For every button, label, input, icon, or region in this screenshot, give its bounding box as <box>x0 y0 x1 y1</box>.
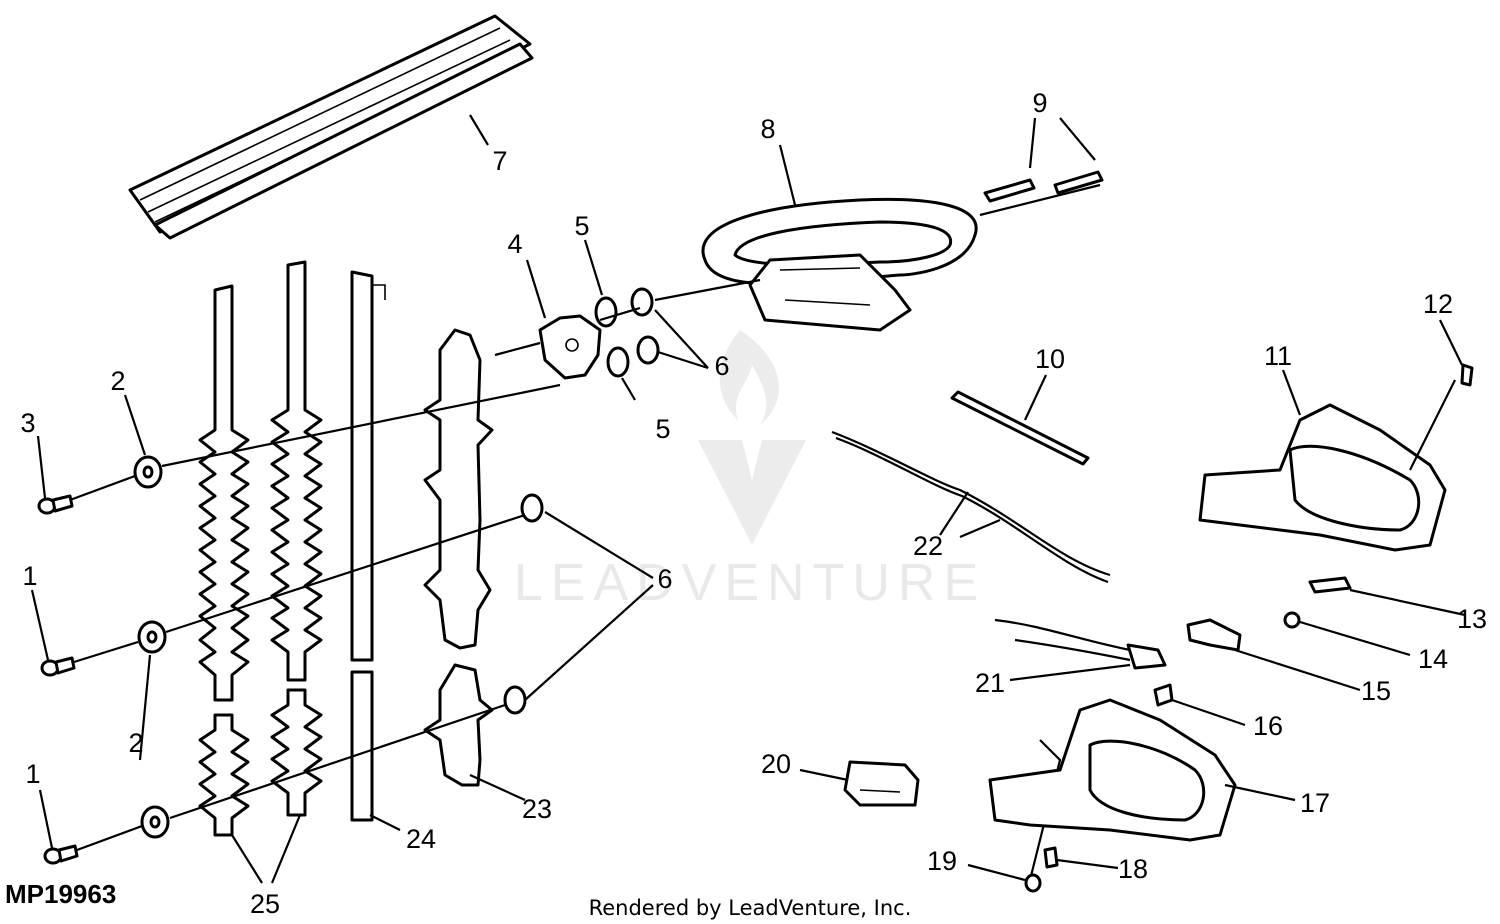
callout-6-top: 6 <box>714 351 729 381</box>
callout-4: 4 <box>507 229 522 259</box>
callout-23: 23 <box>522 794 552 824</box>
callout-19: 19 <box>927 846 957 876</box>
callout-10: 10 <box>1035 344 1065 374</box>
watermark-v-icon <box>698 440 806 545</box>
callouts: 1 1 2 2 3 4 5 5 6 6 6 7 8 9 10 11 12 13 … <box>20 88 1487 919</box>
callout-12: 12 <box>1423 289 1453 319</box>
callout-9: 9 <box>1032 88 1047 118</box>
callout-5-low: 5 <box>655 414 670 444</box>
leader-lines <box>30 114 1466 884</box>
callout-22: 22 <box>913 531 943 561</box>
watermark: LEADVENTURE <box>514 330 986 612</box>
callout-14: 14 <box>1418 644 1448 674</box>
part-25-cutter-blades <box>198 260 323 837</box>
part-13-14-15-small-parts <box>1186 576 1352 652</box>
callout-15: 15 <box>1361 676 1391 706</box>
part-24-guide-bar <box>350 270 386 822</box>
callout-1-low: 1 <box>25 759 40 789</box>
callout-6-mid: 6 <box>657 564 672 594</box>
part-9-bolts <box>983 170 1104 203</box>
diagram-code: MP19963 <box>5 879 116 909</box>
part-22-throttle-cable <box>831 430 1111 584</box>
part-7-blade-guard <box>128 14 534 240</box>
callout-18: 18 <box>1118 854 1148 884</box>
assembly-lines <box>69 183 1101 881</box>
callout-2-low: 2 <box>128 728 143 758</box>
callout-16: 16 <box>1253 711 1283 741</box>
part-20-cover <box>843 760 920 807</box>
callout-17: 17 <box>1300 788 1330 818</box>
callout-3: 3 <box>20 408 35 438</box>
part-21-switch-wire <box>994 618 1167 670</box>
callout-11: 11 <box>1264 341 1292 371</box>
callout-1-mid: 1 <box>22 561 37 591</box>
part-18-19-fasteners <box>1024 846 1059 893</box>
callout-21: 21 <box>975 668 1005 698</box>
part-17-handle-housing <box>988 698 1237 842</box>
callout-7: 7 <box>492 146 507 176</box>
callout-5-top: 5 <box>574 211 589 241</box>
watermark-text: LEADVENTURE <box>514 554 986 612</box>
callout-24: 24 <box>406 824 436 854</box>
callout-25: 25 <box>250 889 280 919</box>
callout-8: 8 <box>760 114 775 144</box>
callout-2-top: 2 <box>110 366 125 396</box>
part-11-rear-handle <box>1198 403 1447 552</box>
part-4-bracket <box>538 314 602 380</box>
part-12-screw <box>1460 363 1474 387</box>
part-23-blade-plates <box>423 328 494 787</box>
callout-13: 13 <box>1457 604 1487 634</box>
credit-line: Rendered by LeadVenture, Inc. <box>589 896 912 920</box>
watermark-flame-icon <box>719 330 779 425</box>
part-10-rod <box>950 390 1090 466</box>
part-8-front-handle <box>701 197 978 332</box>
callout-20: 20 <box>761 749 791 779</box>
part-1-2-3-fasteners <box>37 455 170 865</box>
part-16-spring <box>1153 683 1174 707</box>
